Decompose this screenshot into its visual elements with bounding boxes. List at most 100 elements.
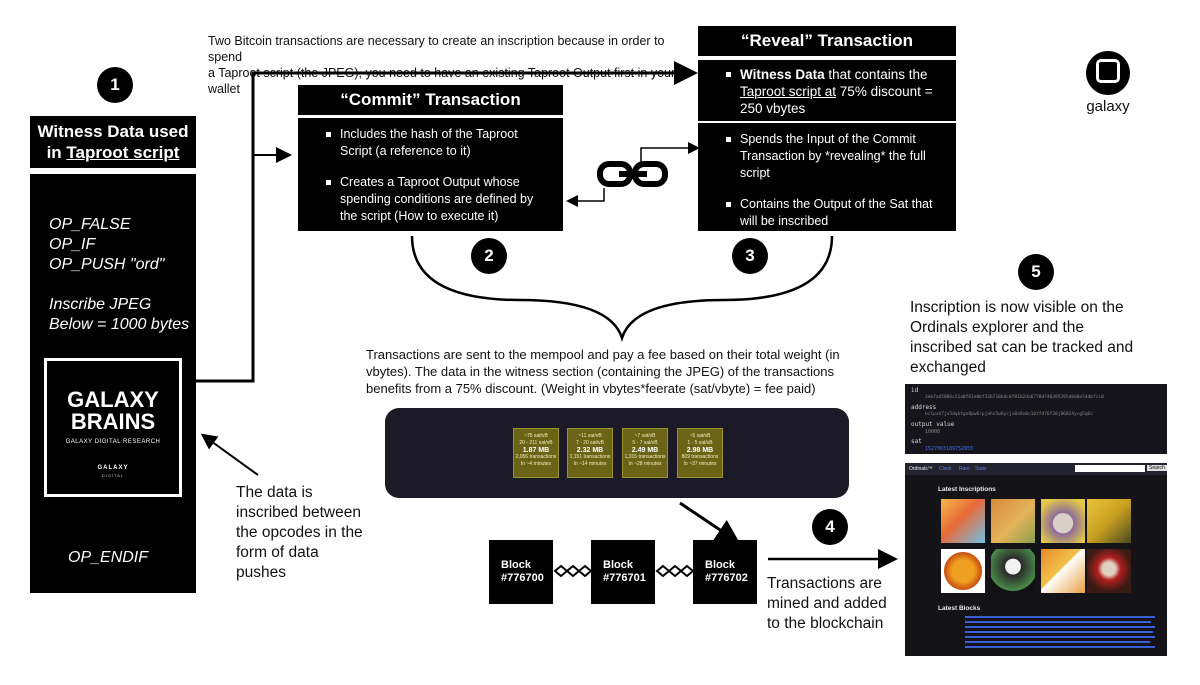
reveal-link: Taproot script at — [740, 84, 837, 99]
galaxy-logo-square — [1096, 59, 1120, 83]
op-if: OP_IF — [49, 236, 96, 253]
explorer-nav-stats[interactable]: Stats — [975, 466, 987, 472]
card-tx: 809 transactions — [681, 454, 719, 460]
commit-title: “Commit” Transaction — [298, 85, 563, 115]
mempool-line: benefits from a 75% discount. (Weight in… — [366, 381, 816, 396]
mined-note: Transactions are mined and added to the … — [767, 574, 907, 634]
inscription-thumbnail[interactable] — [941, 549, 985, 593]
ordinals-explorer-screenshot: Ordinals™ Clock Rare Stats Search Latest… — [905, 463, 1167, 656]
inscription-thumbnail[interactable] — [1041, 499, 1085, 543]
inscription-thumbnail[interactable] — [991, 549, 1035, 593]
witness-title-line2: in Taproot script — [47, 142, 180, 163]
inscription-thumbnail[interactable] — [1087, 499, 1131, 543]
card-mb: 1.87 MB — [522, 447, 550, 454]
latest-block-row[interactable] — [965, 626, 1155, 628]
block-776700: Block #776700 — [489, 540, 553, 604]
card-tx: 2,056 transactions — [515, 454, 557, 460]
latest-block-row[interactable] — [965, 631, 1153, 633]
witness-title-link: Taproot script — [66, 143, 180, 162]
visible-note-line: Ordinals explorer and the — [910, 319, 1085, 336]
card-range: 1 - 5 sat/vB — [687, 440, 713, 446]
card-range: 20 - 211 sat/vB — [519, 440, 553, 446]
latest-block-row[interactable] — [965, 616, 1155, 618]
data-note-line: The data is — [236, 484, 313, 501]
logo-subtitle: GALAXY DIGITAL RESEARCH — [65, 439, 161, 445]
block-label: Block — [603, 559, 633, 571]
card-eta: In ~37 minutes — [683, 461, 717, 467]
latest-block-row[interactable] — [965, 646, 1155, 648]
visible-note-line: exchanged — [910, 359, 986, 376]
info-sat-label: sat — [911, 438, 922, 445]
below-bytes: Below = 1000 bytes — [49, 316, 190, 333]
chain-link-icon — [597, 161, 668, 187]
witness-title-line1: Witness Data used — [37, 122, 189, 141]
explorer-nav-clock[interactable]: Clock — [939, 466, 952, 472]
block-776701: Block #776701 — [591, 540, 655, 604]
card-mb: 2.98 MB — [686, 447, 714, 454]
explorer-navbar: Ordinals™ Clock Rare Stats Search — [905, 463, 1167, 475]
commit-bullets: Includes the hash of the Taproot Script … — [324, 126, 553, 225]
card-eta: In ~28 minutes — [628, 461, 662, 467]
op-endif: OP_ENDIF — [68, 549, 149, 566]
top-note-line: Two Bitcoin transactions are necessary t… — [208, 34, 665, 64]
card-fee: ~11 sat/vB — [578, 433, 602, 439]
card-eta: In ~4 minutes — [520, 461, 552, 467]
mined-note-line: Transactions are — [767, 575, 882, 592]
reveal-rest: 75% discount = 250 vbytes — [740, 84, 933, 116]
explorer-search-input[interactable] — [1075, 465, 1145, 472]
card-fee: ~75 sat/vB — [524, 433, 548, 439]
info-address-label: address — [911, 404, 937, 411]
info-output-label: output value — [911, 421, 955, 428]
latest-block-row[interactable] — [965, 636, 1155, 638]
step-3-badge: 3 — [732, 238, 768, 274]
inscription-thumbnail[interactable] — [1087, 549, 1131, 593]
inscribe-jpeg: Inscribe JPEG — [49, 296, 152, 313]
step-2-badge: 2 — [471, 238, 507, 274]
galaxy-logo-icon — [1086, 51, 1130, 95]
block-chain-link-icon — [655, 564, 693, 578]
card-fee: ~5 sat/vB — [689, 433, 711, 439]
reveal-panel-2: Spends the Input of the Commit Transacti… — [698, 123, 956, 231]
latest-block-row[interactable] — [965, 621, 1151, 623]
inscription-thumbnail[interactable] — [941, 499, 985, 543]
explorer-nav-rare[interactable]: Rare — [959, 466, 970, 472]
step-1-badge: 1 — [97, 67, 133, 103]
mined-note-line: mined and added — [767, 595, 887, 612]
info-sat-value[interactable]: 1527003189752955 — [925, 446, 974, 452]
info-output-value: 10000 — [925, 429, 941, 435]
explorer-nav-home[interactable]: Ordinals™ — [909, 466, 933, 472]
data-note: The data is inscribed between the opcode… — [236, 483, 386, 583]
explorer-search-button[interactable]: Search — [1147, 465, 1167, 471]
reveal-bullet: Witness Data that contains the Taproot s… — [726, 66, 948, 117]
reveal-bullets-2: Spends the Input of the Commit Transacti… — [724, 131, 948, 230]
chain-to-reveal-arrow — [640, 142, 700, 163]
mempool-visual: ~75 sat/vB 20 - 211 sat/vB 1.87 MB 2,056… — [385, 408, 849, 498]
galaxy-brains-logo: GALAXY BRAINS GALAXY DIGITAL RESEARCH GA… — [44, 358, 182, 497]
reveal-bullet: Contains the Output of the Sat that will… — [726, 196, 948, 230]
reveal-text: that contains the — [824, 67, 928, 82]
card-tx: 1,151 transactions — [569, 454, 611, 460]
latest-inscriptions-heading: Latest Inscriptions — [938, 486, 996, 493]
reveal-title: “Reveal” Transaction — [698, 26, 956, 56]
inscription-info-panel: id 3eb7a45806c21a0f61e0bf336718bdc8f81b2… — [905, 384, 1167, 454]
mined-note-line: to the blockchain — [767, 615, 884, 632]
chain-to-commit-arrow — [566, 188, 605, 207]
commit-bullet: Includes the hash of the Taproot Script … — [326, 126, 553, 160]
visible-note-line: Inscription is now visible on the — [910, 299, 1124, 316]
reveal-panel-1: Witness Data that contains the Taproot s… — [698, 60, 956, 121]
data-note-line: pushes — [236, 564, 286, 581]
card-eta: In ~14 minutes — [573, 461, 607, 467]
inscription-thumbnail[interactable] — [1041, 549, 1085, 593]
witness-title-prefix: in — [46, 143, 67, 162]
step-5-badge: 5 — [1018, 254, 1054, 290]
card-mb: 2.49 MB — [631, 447, 659, 454]
visible-note-line: inscribed sat can be tracked and — [910, 339, 1134, 356]
inscription-thumbnail[interactable] — [991, 499, 1035, 543]
reveal-bold: Witness Data — [740, 67, 825, 82]
witness-panel: OP_FALSE OP_IF OP_PUSH "ord" Inscribe JP… — [30, 174, 196, 593]
op-false: OP_FALSE — [49, 216, 131, 233]
witness-to-reveal-line — [187, 61, 698, 383]
latest-block-row[interactable] — [965, 641, 1150, 643]
data-note-line: the opcodes in the — [236, 524, 363, 541]
